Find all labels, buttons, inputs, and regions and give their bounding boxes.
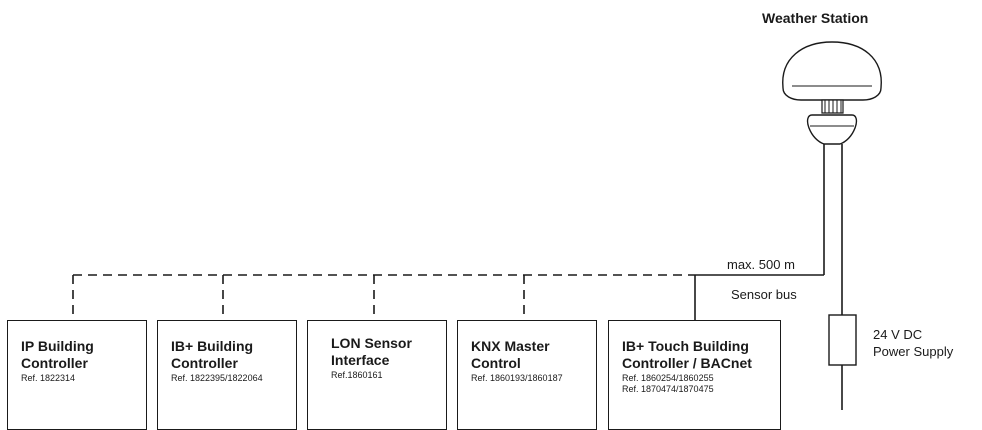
device-name-line1: LON Sensor <box>331 335 446 352</box>
weather-station-label: Weather Station <box>762 10 868 26</box>
device-knx-master-control: KNX Master Control Ref. 1860193/1860187 <box>457 320 597 430</box>
device-ref: Ref. 1822395/1822064 <box>171 373 296 384</box>
device-lon-sensor-interface: LON Sensor Interface Ref.1860161 <box>307 320 447 430</box>
device-name-line1: IB+ Touch Building <box>622 338 780 355</box>
device-name-line2: Control <box>471 355 596 372</box>
device-name-line2: Controller / BACnet <box>622 355 780 372</box>
power-supply-name: Power Supply <box>873 343 953 360</box>
device-name-line2: Controller <box>171 355 296 372</box>
power-supply-box <box>829 315 856 365</box>
power-supply-voltage: 24 V DC <box>873 326 953 343</box>
power-supply-label: 24 V DC Power Supply <box>873 326 953 360</box>
device-name-line1: IP Building <box>21 338 146 355</box>
weather-station-dome <box>783 42 882 100</box>
sensor-bus-label: Sensor bus <box>731 287 797 302</box>
device-ip-building-controller: IP Building Controller Ref. 1822314 <box>7 320 147 430</box>
device-ref: Ref. 1860193/1860187 <box>471 373 596 384</box>
device-name-line1: KNX Master <box>471 338 596 355</box>
device-ib-plus-touch-building-controller: IB+ Touch Building Controller / BACnet R… <box>608 320 781 430</box>
weather-station-mount <box>808 115 857 144</box>
device-ref: Ref. 1860254/1860255 <box>622 373 780 384</box>
device-name-line2: Interface <box>331 352 446 369</box>
bus-distance-label: max. 500 m <box>727 257 795 272</box>
device-ref: Ref. 1822314 <box>21 373 146 384</box>
device-name-line1: IB+ Building <box>171 338 296 355</box>
device-name-line2: Controller <box>21 355 146 372</box>
device-ib-plus-building-controller: IB+ Building Controller Ref. 1822395/182… <box>157 320 297 430</box>
device-ref: Ref.1860161 <box>331 370 446 381</box>
device-ref-2: Ref. 1870474/1870475 <box>622 384 780 395</box>
